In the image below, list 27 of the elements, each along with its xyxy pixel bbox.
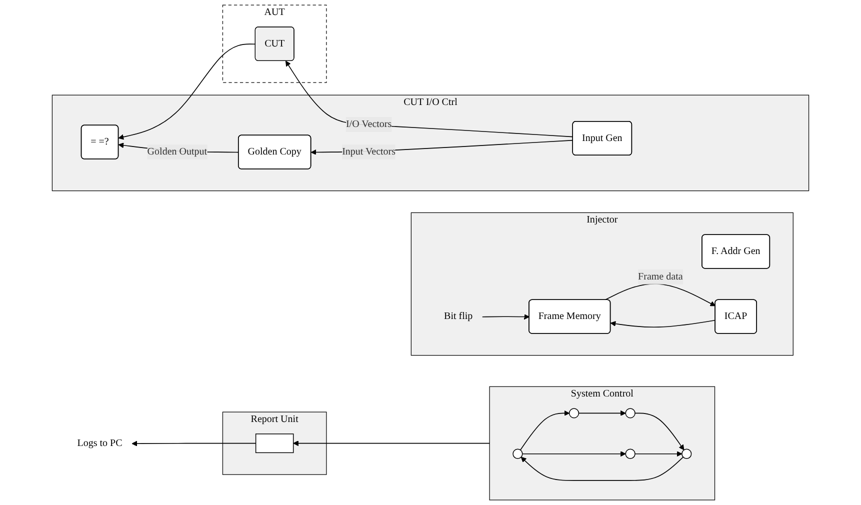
node-circle [625,408,636,418]
arrow [118,44,256,140]
edge-label: I/O Vectors [346,118,392,130]
cluster: Report Unit [222,412,327,475]
arrow [286,60,574,138]
arrow [604,283,716,306]
node-bar [255,434,294,454]
node-circle [512,448,523,459]
node-circle [568,408,580,418]
arrow [610,320,716,328]
arrow [482,314,530,320]
arrow [634,451,682,457]
edge-label: Frame data [638,271,683,282]
arrow [522,451,626,457]
arrow [132,440,256,446]
cluster: System Control [489,386,716,500]
node-text: Logs to PC [77,438,122,448]
node-circle [625,448,636,459]
arrow [293,440,490,446]
node-text: Bit flip [444,310,473,322]
edge-label: Golden Output [147,146,208,158]
edge-label: Input Vectors [342,146,396,158]
arrow [634,412,684,450]
arrow [578,410,626,416]
node-circle [682,448,692,459]
arrow [520,410,570,450]
arrow [520,456,684,481]
